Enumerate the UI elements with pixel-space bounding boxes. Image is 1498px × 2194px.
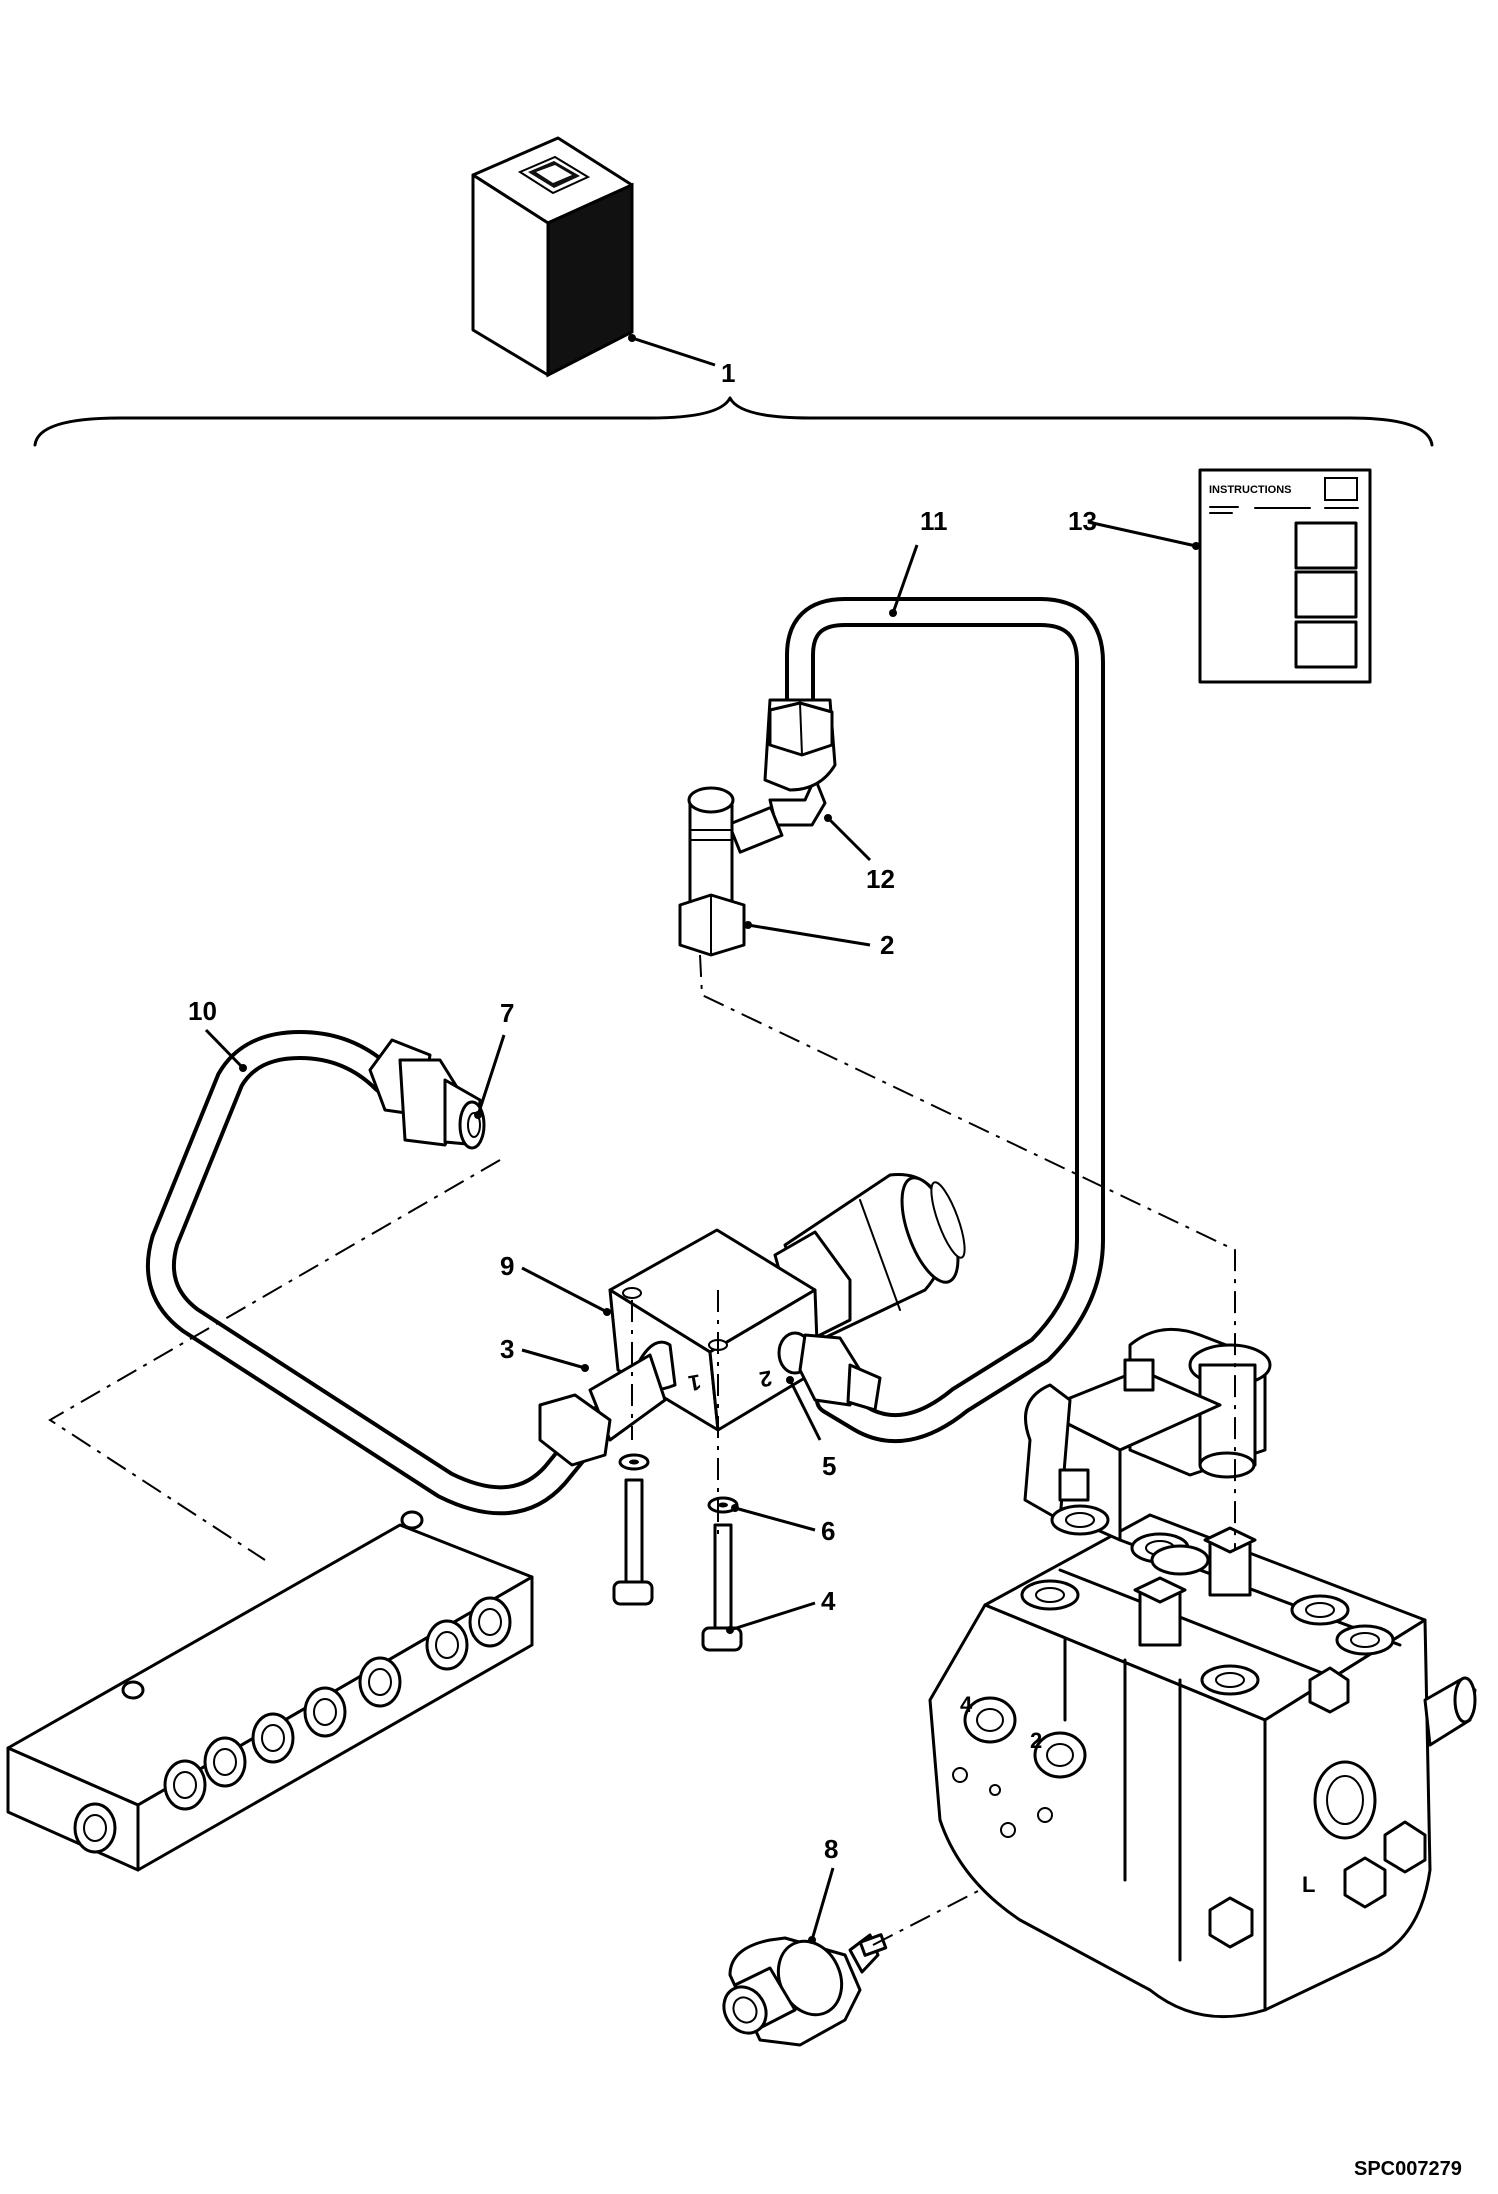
main-control-valve: 4 2 L: [928, 1327, 1477, 2019]
tee-fitting: [678, 698, 837, 957]
instruction-card: INSTRUCTIONS: [1198, 468, 1372, 684]
instruction-card-header: INSTRUCTIONS: [1209, 484, 1292, 496]
callout-2: 2: [880, 930, 894, 960]
callout-13: 13: [1068, 506, 1097, 536]
elbow-fitting: [538, 1340, 677, 1467]
drawing-code: SPC007279: [1354, 2158, 1462, 2180]
valve-port-2-label: 2: [758, 1365, 774, 1392]
control-valve-port-2-label: 2: [1030, 1728, 1042, 1753]
adapter-fitting: [368, 1038, 486, 1150]
control-valve-port-4-label: 4: [960, 1692, 973, 1717]
valve-port-1-label: 1: [687, 1369, 703, 1396]
control-valve-port-l-label: L: [1302, 1872, 1315, 1897]
callout-6: 6: [821, 1516, 835, 1546]
callout-12: 12: [866, 864, 895, 894]
callout-7: 7: [500, 998, 514, 1028]
solenoid-valve: 1 2: [608, 1172, 966, 1432]
kit-box: [471, 136, 634, 378]
hose-11: [785, 597, 1105, 1444]
distribution-manifold: [6, 1510, 534, 1872]
kit-brace: [33, 396, 1434, 447]
installation-centerlines: [48, 954, 1236, 1946]
hose-10: [145, 1030, 615, 1516]
callout-5: 5: [822, 1451, 836, 1481]
callout-11: 11: [920, 506, 948, 536]
mounting-bolts: [612, 1453, 743, 1652]
callout-numbers: 1 2 3 4 5 6 7 8 9 10 11 12 13: [188, 358, 1097, 1864]
pressure-sensor: [722, 1933, 888, 2047]
straight-fitting: [777, 1331, 882, 1412]
leader-lines: [204, 334, 1200, 1944]
callout-1: 1: [721, 358, 735, 388]
callout-4: 4: [821, 1586, 836, 1616]
callout-3: 3: [500, 1334, 514, 1364]
callout-9: 9: [500, 1251, 514, 1281]
callout-10: 10: [188, 996, 217, 1026]
callout-8: 8: [824, 1834, 838, 1864]
